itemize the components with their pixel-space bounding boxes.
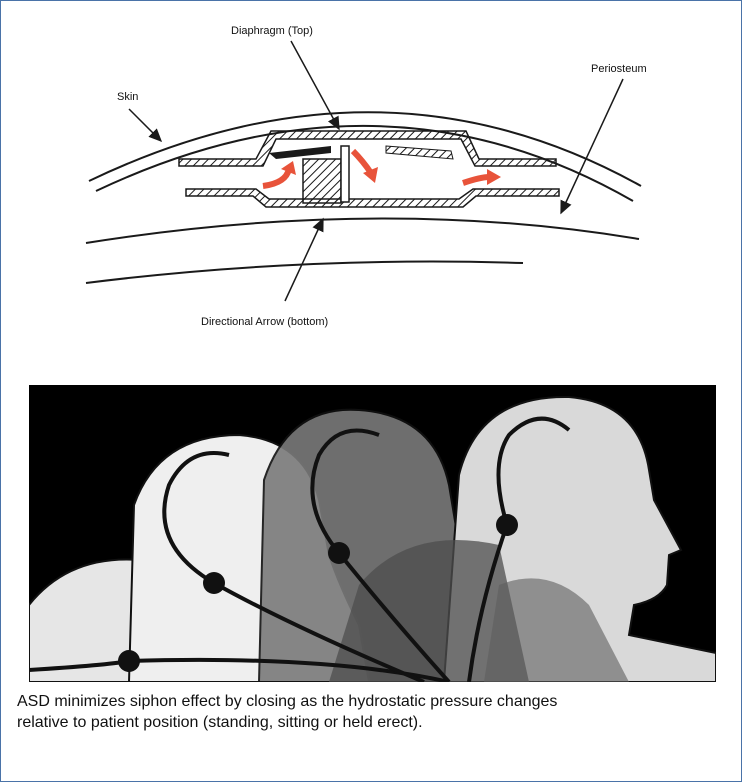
flow-arrow-middle [353,151,371,173]
valve-cross-section-diagram: Diaphragm (Top) Skin Periosteum Directio… [1,1,741,371]
label-skin: Skin [117,91,138,103]
periosteum-curve-1 [86,218,639,243]
valve-right-chamber [386,146,453,159]
valve-dot-3 [328,542,350,564]
label-periosteum: Periosteum [591,63,647,75]
valve-stem-post [341,146,349,202]
valve-left-chamber [269,146,331,159]
head-silhouettes-svg [29,385,716,682]
caption-line-1: ASD minimizes siphon effect by closing a… [17,691,717,712]
valve-central-stem [303,159,341,203]
caption-line-2: relative to patient position (standing, … [17,712,717,733]
label-directional-arrow: Directional Arrow (bottom) [201,316,328,328]
directional-arrow-leader [285,219,323,301]
figure-caption: ASD minimizes siphon effect by closing a… [17,691,717,733]
head-position-illustration [29,385,716,682]
skin-leader [129,109,161,141]
skin-outer-curve [89,112,641,186]
label-diaphragm: Diaphragm (Top) [231,25,313,37]
valve-diagram-svg [1,1,741,371]
valve-bottom-housing [186,189,559,207]
valve-dot-4 [496,514,518,536]
periosteum-curve-2 [86,262,523,283]
periosteum-leader [561,79,623,213]
flow-arrow-right [463,177,489,183]
valve-top-housing [179,131,556,166]
valve-dot-1 [118,650,140,672]
valve-dot-2 [203,572,225,594]
flow-arrow-left [263,169,289,186]
